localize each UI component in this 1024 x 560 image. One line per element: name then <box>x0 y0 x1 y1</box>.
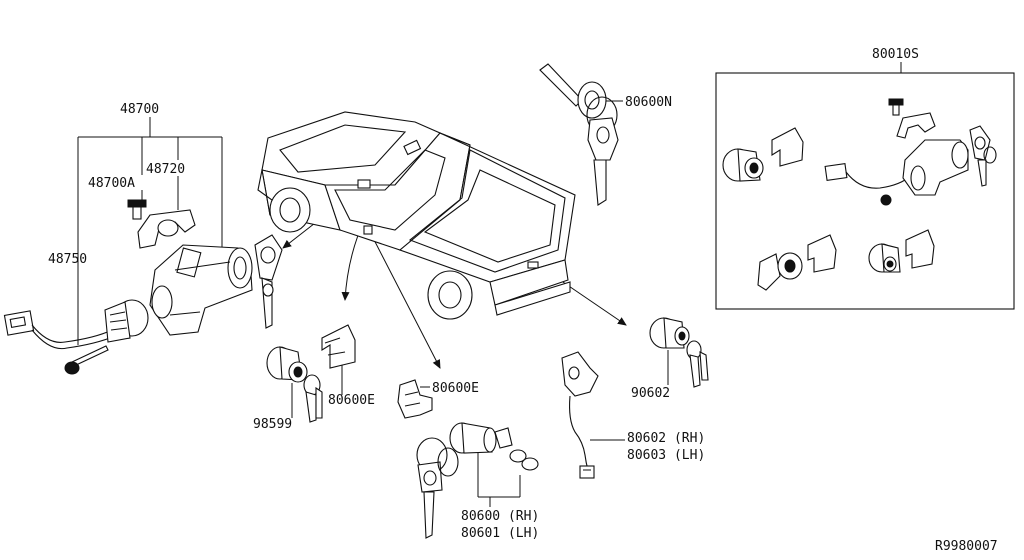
callout-90602: 90602 <box>631 386 670 401</box>
callout-48700a: 48700A <box>88 176 135 191</box>
leader-lines <box>77 62 902 507</box>
callout-80600n: 80600N <box>625 95 672 110</box>
cylinder-98599 <box>266 346 323 423</box>
tailgate-lock-90602 <box>649 317 709 388</box>
key-set-80600n <box>539 63 619 206</box>
callout-48720: 48720 <box>146 162 185 177</box>
callout-80600e-center: 80600E <box>432 381 479 396</box>
pickup-truck-illustration <box>257 111 576 320</box>
diagram-code: R9980007 <box>935 539 998 554</box>
callout-80010s: 80010S <box>872 47 919 62</box>
callout-80600-rh: 80600 (RH) <box>461 509 539 524</box>
callout-80602-rh: 80602 (RH) <box>627 431 705 446</box>
callout-48750: 48750 <box>48 252 87 267</box>
retainer-80600e-center <box>397 379 433 419</box>
callout-98599: 98599 <box>253 417 292 432</box>
callout-80601-lh: 80601 (LH) <box>461 526 539 541</box>
ignition-lock-assembly <box>3 199 253 375</box>
door-lock-rod-80602 <box>561 351 599 479</box>
ignition-key <box>254 234 283 329</box>
retainer-80600e-left <box>321 324 356 369</box>
door-lock-cylinder-80600 <box>416 422 539 539</box>
kit-80010s-box <box>715 72 1015 310</box>
callout-80603-lh: 80603 (LH) <box>627 448 705 463</box>
callout-80600e-lower-left: 80600E <box>328 393 375 408</box>
callout-48700: 48700 <box>120 102 159 117</box>
